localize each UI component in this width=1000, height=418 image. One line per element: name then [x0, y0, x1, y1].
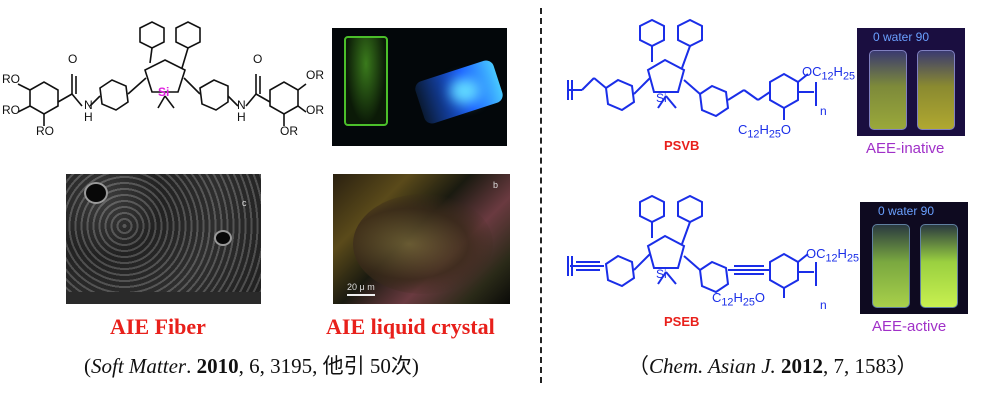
lc-scale-bar	[347, 294, 375, 296]
psvb-structure	[567, 18, 817, 120]
o-label-left: O	[68, 52, 78, 66]
psvb-si-label: Si	[656, 91, 667, 105]
n-label-left: N	[84, 98, 93, 112]
pseb-vial-photo: 0 water 90	[860, 202, 968, 314]
fluorescence-vial-photo	[332, 28, 507, 146]
citation-soft-matter: (Soft Matter. 2010, 6, 3195, 他引 50次)	[84, 350, 419, 380]
h-label-left: H	[84, 110, 93, 124]
citation-journal: Chem. Asian J.	[649, 354, 776, 378]
n-label-right: N	[237, 98, 246, 112]
psvb-sub-bot: C12H25O	[738, 122, 791, 141]
si-atom-label: Si	[158, 85, 170, 99]
lc-panel-letter: b	[493, 180, 499, 190]
h-label-right: H	[237, 110, 246, 124]
psvb-vial-photo: 0 water 90	[857, 28, 965, 136]
lc-scale-bar-label: 20 μ m	[347, 282, 375, 292]
sem-pore	[84, 182, 108, 204]
caption-aie-liquid-crystal: AIE liquid crystal	[326, 314, 495, 339]
citation-year: 2012	[781, 354, 824, 378]
pseb-vial-left	[872, 224, 910, 308]
ro-label-bot: RO	[36, 124, 54, 138]
psvb-vial-right	[917, 50, 955, 130]
psvb-vial-label: 0 water 90	[873, 30, 930, 44]
lc-texture	[353, 194, 493, 294]
sem-panel-letter: c	[242, 198, 247, 208]
citation-open: （	[628, 354, 649, 378]
citation-year: 2010	[196, 354, 239, 378]
ro-label-mid: RO	[2, 103, 20, 117]
pseb-si-label: Si	[656, 267, 667, 281]
psvb-repeat-n: n	[820, 104, 827, 118]
citation-rest: , 7, 1583）	[823, 354, 918, 378]
pseb-vial-right	[920, 224, 958, 308]
psvb-vial-left	[869, 50, 907, 130]
citation-dot: .	[186, 354, 197, 378]
ro-label-top: RO	[2, 72, 20, 86]
pseb-name: PSEB	[664, 314, 700, 329]
pseb-vial-label: 0 water 90	[878, 204, 935, 218]
sem-pore	[214, 230, 232, 246]
pseb-repeat-n: n	[820, 298, 827, 312]
pseb-sub-bot: C12H25O	[712, 290, 765, 309]
citation-open: (	[84, 354, 91, 378]
green-vial	[344, 36, 388, 126]
citation-rest: , 6, 3195, 他引 50次)	[238, 354, 419, 378]
psvb-sub-top: OC12H25	[802, 64, 855, 83]
citation-chem-asian-j: （Chem. Asian J. 2012, 7, 1583）	[628, 350, 918, 380]
liquid-crystal-image: b 20 μ m	[333, 174, 510, 304]
or-label-mid: OR	[306, 103, 324, 117]
o-label-right: O	[253, 52, 263, 66]
pseb-sub-top: OC12H25	[806, 246, 859, 265]
psvb-name: PSVB	[664, 138, 700, 153]
pseb-aee-label: AEE-active	[872, 318, 947, 335]
section-divider	[540, 8, 542, 383]
pseb-structure	[567, 194, 817, 298]
psvb-aee-label: AEE-inative	[866, 140, 945, 157]
sem-fiber-image: c	[66, 174, 261, 304]
caption-aie-fiber: AIE Fiber	[110, 314, 206, 339]
or-label-top: OR	[306, 68, 324, 82]
sem-info-bar	[66, 292, 261, 304]
or-label-bot: OR	[280, 124, 298, 138]
aie-molecule-structure	[17, 21, 307, 126]
citation-journal: Soft Matter	[91, 354, 187, 378]
blue-glow	[450, 78, 480, 104]
